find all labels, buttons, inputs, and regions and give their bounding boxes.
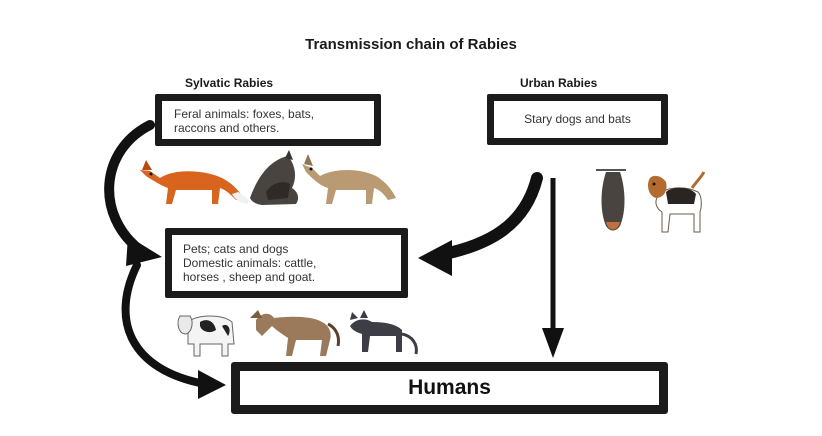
humans-label: Humans bbox=[408, 376, 491, 399]
beagle-icon bbox=[648, 171, 706, 233]
horse-icon bbox=[250, 310, 340, 356]
domestic-line-1: Pets; cats and dogs bbox=[183, 242, 289, 256]
coyote-icon bbox=[302, 154, 396, 204]
arrow-sylvatic-to-domestic bbox=[104, 120, 162, 266]
sylvatic-line-2: raccons and others. bbox=[174, 121, 280, 135]
arrow-domestic-to-humans bbox=[121, 261, 226, 399]
sylvatic-heading: Sylvatic Rabies bbox=[185, 76, 274, 90]
hanging-bat-icon bbox=[596, 169, 626, 231]
arrow-urban-to-domestic bbox=[418, 172, 543, 276]
bat-icon bbox=[250, 150, 299, 205]
cat-icon bbox=[350, 310, 418, 355]
domestic-line-2: Domestic animals: cattle, bbox=[183, 256, 317, 270]
urban-box: Stary dogs and bats bbox=[487, 94, 668, 145]
cow-icon bbox=[177, 315, 235, 357]
fox-icon bbox=[140, 160, 249, 204]
diagram-title: Transmission chain of Rabies bbox=[305, 36, 517, 53]
humans-box: Humans bbox=[231, 362, 668, 414]
urban-heading: Urban Rabies bbox=[520, 76, 598, 90]
domestic-line-3: horses , sheep and goat. bbox=[183, 270, 316, 284]
urban-text: Stary dogs and bats bbox=[524, 112, 631, 126]
sylvatic-box: Feral animals: foxes, bats, raccons and … bbox=[155, 94, 381, 146]
domestic-box: Pets; cats and dogs Domestic animals: ca… bbox=[165, 228, 408, 298]
sylvatic-line-1: Feral animals: foxes, bats, bbox=[174, 107, 315, 121]
arrow-urban-to-humans bbox=[542, 178, 564, 358]
